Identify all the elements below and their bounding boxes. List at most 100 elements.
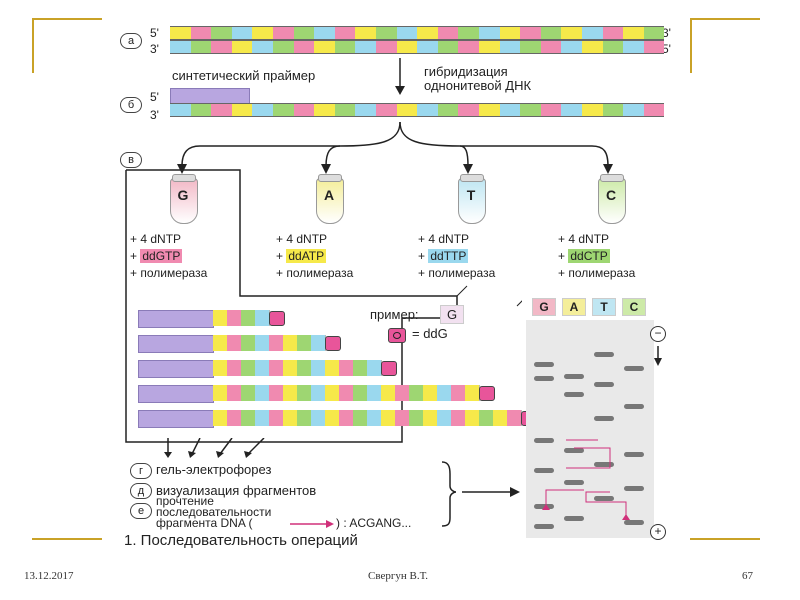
nucleotide-cell [396,104,418,116]
reagent-dntp: + 4 dNTP [418,232,470,246]
fragment-nucleotide [311,360,326,376]
nucleotide-cell [334,27,356,39]
tube-lid [460,174,484,182]
gel-band [534,362,554,367]
nucleotide-cell [437,104,459,116]
nucleotide-cell [376,104,397,116]
fragment-nucleotide [325,360,340,376]
nucleotide-cell [582,41,603,53]
fragment-nucleotide [255,360,270,376]
gel-band [564,448,584,453]
fragment-primer [138,385,214,403]
nucleotide-cell [170,27,191,39]
step-a-label: а [120,33,142,49]
fragment-nucleotide [381,410,396,426]
nucleotide-cell [273,104,294,116]
nucleotide-cell [479,27,500,39]
step-e-text-1: прочтение [156,494,214,508]
gel-lane-header-g: G [532,298,556,316]
reagent-dd: + ddGTP [130,249,183,263]
step-e-text-4: ) : ACGANG... [336,516,412,530]
hybridization-label-1: гибридизация [424,64,508,79]
fragment-nucleotide [325,385,340,401]
fragment-nucleotide [339,410,354,426]
fragment-nucleotide [241,360,256,376]
slide-corner-top-left-v [32,18,34,73]
fragment-nucleotide [241,335,256,351]
ddg-terminator [479,386,495,401]
gel-band [534,468,554,473]
gel-band [594,496,614,501]
ddg-terminator [381,361,397,376]
nucleotide-cell [561,27,582,39]
nucleotide-cell [355,41,376,53]
strand-a-top-3prime: 3' [662,26,671,40]
fragment-nucleotide [325,410,340,426]
fragment-nucleotide [367,360,382,376]
fragment-nucleotide [269,410,284,426]
nucleotide-cell [602,41,624,53]
nucleotide-cell [458,104,479,116]
nucleotide-cell [417,41,438,53]
nucleotide-cell [561,41,582,53]
reagent-dd: + ddTTP [418,249,469,263]
fragment-nucleotide [451,385,466,401]
reagent-polymerase: + полимераза [130,266,208,280]
gel-band [564,374,584,379]
dd-nucleotide-highlight: ddATP [286,249,327,263]
fragment-nucleotide [451,410,466,426]
fragment-nucleotide [353,410,368,426]
gel-band [624,404,644,409]
nucleotide-cell [623,41,644,53]
example-label: пример: [370,307,419,322]
strand-backbone [170,39,665,40]
nucleotide-cell [231,104,253,116]
tube-letter: C [605,187,617,203]
gel-band [534,376,554,381]
fragment-nucleotide [227,360,242,376]
fragment-nucleotide [269,385,284,401]
fragment-nucleotide [297,360,312,376]
tube-a [316,178,344,224]
gel-band [534,504,554,509]
nucleotide-cell [190,104,212,116]
reagent-dntp: + 4 dNTP [558,232,610,246]
fragment-nucleotide [423,410,438,426]
step-v-label: в [120,152,142,168]
hybridization-label-2: однонитевой ДНК [424,78,532,93]
fragment-nucleotide [395,410,410,426]
gel-lane-header-t: T [592,298,616,316]
nucleotide-cell [170,104,191,116]
step-d-label: д [130,483,152,499]
fragment-nucleotide [241,410,256,426]
nucleotide-cell [643,41,665,53]
gel-band [624,486,644,491]
nucleotide-cell [499,27,521,39]
nucleotide-cell [211,41,232,53]
fragment-nucleotide [283,360,298,376]
fragment-nucleotide [297,385,312,401]
dd-nucleotide-highlight: ddTTP [428,249,469,263]
fragment-nucleotide [241,310,256,326]
nucleotide-cell [334,41,356,53]
nucleotide-cell [293,41,315,53]
example-letter-g: G [440,305,465,324]
tube-letter: G [177,187,189,203]
nucleotide-cell [417,27,438,39]
fragment-nucleotide [297,335,312,351]
fragment-nucleotide [409,410,424,426]
fragment-nucleotide [465,385,480,401]
fragment-primer [138,410,214,428]
fragment-nucleotide [339,385,354,401]
fragment-nucleotide [213,385,228,401]
gel-band [594,382,614,387]
ddg-terminator [325,336,341,351]
nucleotide-cell [561,104,582,116]
gel-lane-header-a: A [562,298,586,316]
gel-direction-arrow [654,346,662,366]
gel-band [624,366,644,371]
branch-arrows [177,122,613,174]
fragment-nucleotide [213,335,228,351]
nucleotide-cell [231,41,253,53]
gel-band [594,416,614,421]
